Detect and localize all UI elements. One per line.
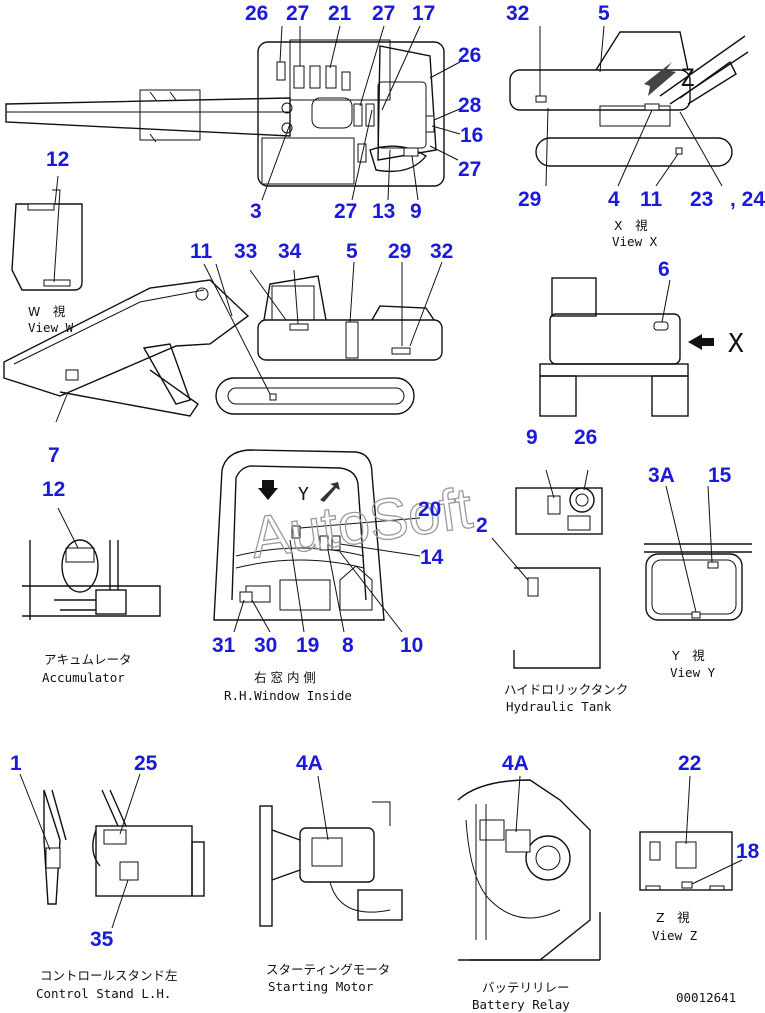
callout-29: 29 bbox=[518, 188, 541, 211]
caption-control-stand-jp: コントロールスタンド左 bbox=[40, 968, 178, 983]
callout-27: 27 bbox=[286, 2, 309, 25]
view-w-drawing bbox=[11, 175, 83, 291]
callout-11: 11 bbox=[190, 240, 213, 263]
callout-4A: 4A bbox=[296, 752, 323, 775]
callout-25: 25 bbox=[134, 752, 158, 775]
callout-26: 26 bbox=[574, 426, 597, 449]
caption-hydraulic-tank: Hydraulic Tank bbox=[506, 699, 612, 714]
caption-rh-window-jp: 右 窓 内 側 bbox=[254, 670, 316, 685]
callout-22: 22 bbox=[678, 752, 701, 775]
control-stand-drawing bbox=[19, 773, 205, 929]
callout-21: 21 bbox=[328, 2, 352, 25]
side-view-drawing bbox=[3, 261, 443, 423]
top-view-drawing bbox=[5, 25, 463, 201]
callout-13: 13 bbox=[372, 200, 395, 223]
caption-view-x-jp: X 視 bbox=[614, 218, 648, 233]
callout-26: 26 bbox=[245, 2, 268, 25]
callout-12: 12 bbox=[46, 148, 69, 171]
callout-33: 33 bbox=[234, 240, 257, 263]
callout-10: 10 bbox=[400, 634, 423, 657]
view-z-drawing bbox=[639, 775, 743, 891]
battery-relay-drawing bbox=[457, 775, 601, 961]
callout-6: 6 bbox=[658, 258, 670, 281]
callout-18: 18 bbox=[736, 840, 760, 863]
callout-11: 11 bbox=[640, 188, 663, 211]
callout-27: 27 bbox=[372, 2, 395, 25]
callout-8: 8 bbox=[342, 634, 354, 657]
caption-view-w-jp: W 視 bbox=[28, 304, 66, 319]
caption-accumulator: Accumulator bbox=[42, 670, 125, 685]
view-z-marker: Z bbox=[680, 64, 694, 92]
caption-starting-motor-jp: スターティングモータ bbox=[266, 962, 390, 977]
callout-32: 32 bbox=[506, 2, 529, 25]
starting-motor-drawing bbox=[259, 775, 403, 927]
caption-view-y-jp: Y 視 bbox=[671, 648, 705, 663]
callout-27: 27 bbox=[334, 200, 357, 223]
view-y-marker: Y bbox=[298, 484, 309, 505]
callout-19: 19 bbox=[296, 634, 319, 657]
caption-control-stand: Control Stand L.H. bbox=[36, 986, 171, 1001]
caption-rh-window: R.H.Window Inside bbox=[224, 688, 352, 703]
rear-view-drawing bbox=[539, 277, 714, 417]
callout-32: 32 bbox=[430, 240, 453, 263]
caption-hydraulic-tank-jp: ハイドロリックタンク bbox=[504, 682, 628, 697]
callout-9: 9 bbox=[410, 200, 422, 223]
callout-4A: 4A bbox=[502, 752, 529, 775]
callout-17: 17 bbox=[412, 2, 435, 25]
caption-accumulator-jp: アキュムレータ bbox=[44, 652, 132, 667]
caption-view-x: View X bbox=[612, 234, 658, 249]
rh-window-inside-drawing bbox=[213, 449, 421, 633]
caption-starting-motor: Starting Motor bbox=[268, 979, 374, 994]
callout-1: 1 bbox=[10, 752, 22, 775]
callout-24: , 24 bbox=[730, 188, 765, 211]
part-number: 00012641 bbox=[676, 990, 736, 1005]
callout-numbers: 26 27 21 27 17 26 28 16 27 3 27 13 9 32 … bbox=[10, 2, 765, 951]
caption-view-y: View Y bbox=[670, 665, 716, 680]
callout-3A: 3A bbox=[648, 464, 675, 487]
callout-5: 5 bbox=[598, 2, 610, 25]
callout-12: 12 bbox=[42, 478, 65, 501]
callout-5: 5 bbox=[346, 240, 358, 263]
callout-9: 9 bbox=[526, 426, 538, 449]
hydraulic-tank-drawing bbox=[491, 469, 603, 669]
callout-26: 26 bbox=[458, 44, 481, 67]
view-x-marker: X bbox=[728, 329, 744, 359]
caption-battery-relay: Battery Relay bbox=[472, 997, 570, 1012]
callout-29: 29 bbox=[388, 240, 411, 263]
caption-view-z: View Z bbox=[652, 928, 698, 943]
caption-battery-relay-jp: バッテリリレー bbox=[482, 980, 570, 995]
accumulator-drawing bbox=[22, 507, 161, 620]
callout-3: 3 bbox=[250, 200, 262, 223]
callout-15: 15 bbox=[708, 464, 732, 487]
caption-view-z-jp: Z 視 bbox=[656, 910, 690, 925]
callout-4: 4 bbox=[608, 188, 620, 211]
callout-27: 27 bbox=[458, 158, 481, 181]
caption-view-w: View W bbox=[28, 320, 74, 335]
callout-30: 30 bbox=[254, 634, 277, 657]
callout-28: 28 bbox=[458, 94, 482, 117]
callout-2: 2 bbox=[476, 514, 488, 537]
callout-34: 34 bbox=[278, 240, 302, 263]
callout-23: 23 bbox=[690, 188, 713, 211]
captions: W 視 View W X 視 View X Y 視 View Y Z 視 Vie… bbox=[28, 218, 736, 1012]
view-y-drawing bbox=[644, 485, 752, 621]
callout-20: 20 bbox=[418, 498, 441, 521]
callout-14: 14 bbox=[420, 546, 444, 569]
callout-16: 16 bbox=[460, 124, 483, 147]
callout-7: 7 bbox=[48, 444, 60, 467]
callout-35: 35 bbox=[90, 928, 114, 951]
view-x-drawing bbox=[509, 25, 749, 187]
callout-31: 31 bbox=[212, 634, 236, 657]
